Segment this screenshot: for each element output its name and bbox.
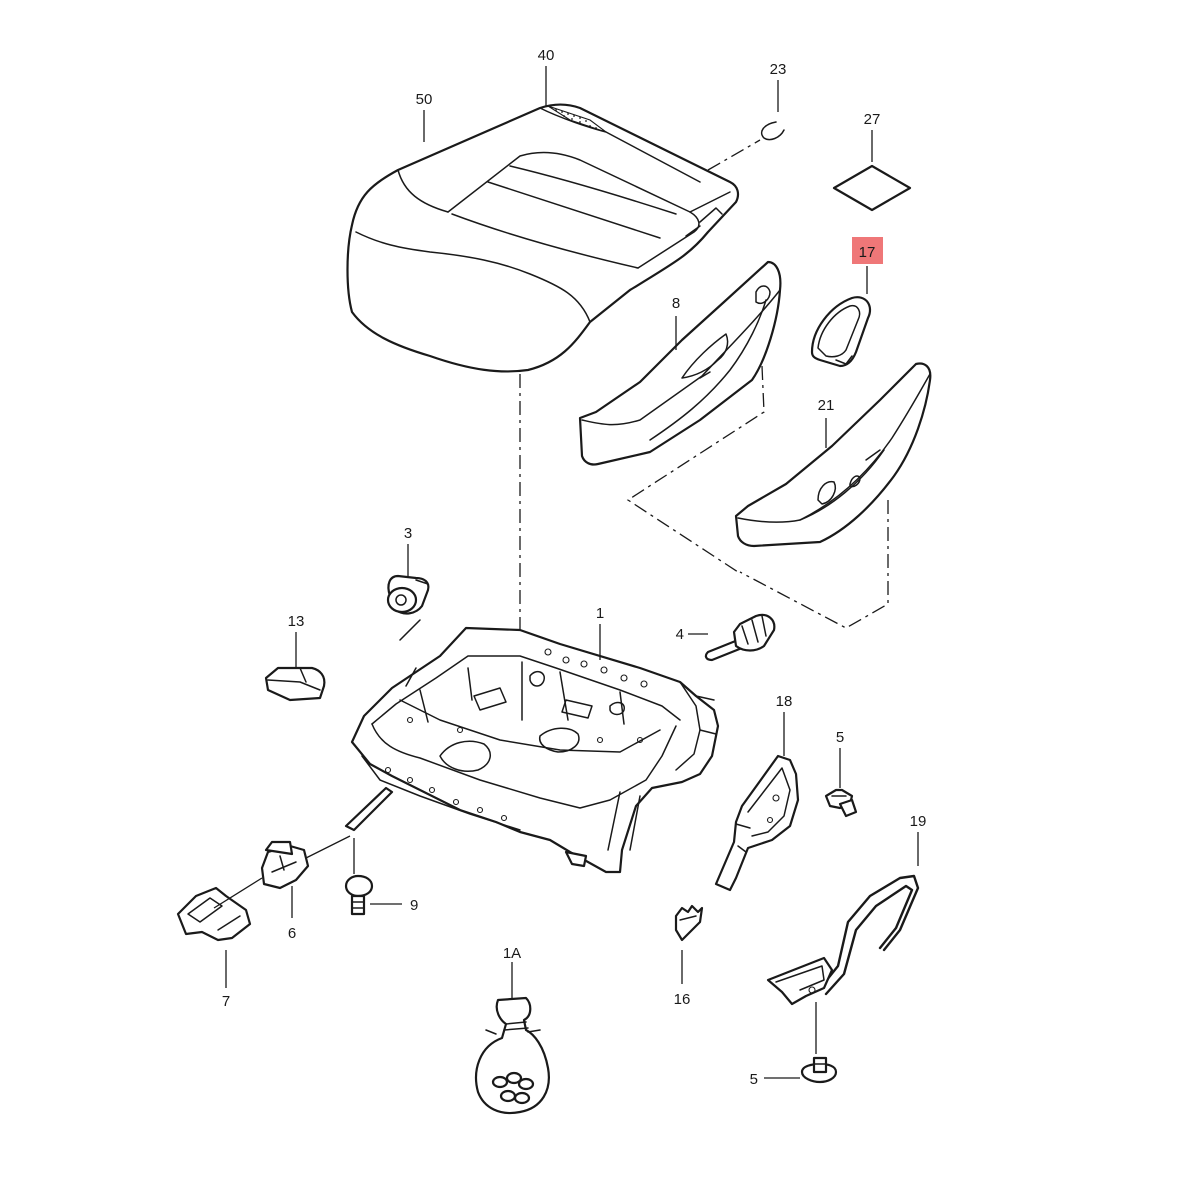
callout-17[interactable]: 17 bbox=[859, 244, 876, 261]
callout-21[interactable]: 21 bbox=[818, 397, 835, 414]
part-clip-7[interactable] bbox=[176, 886, 252, 942]
part-screw-upper[interactable] bbox=[824, 788, 858, 818]
callout-labels: 50 40 23 27 17 8 21 3 13 1 4 18 5 19 6 7… bbox=[222, 47, 927, 1088]
callout-19[interactable]: 19 bbox=[910, 813, 927, 830]
part-bracket-plate[interactable] bbox=[714, 754, 800, 892]
callout-5-lower[interactable]: 5 bbox=[750, 1071, 758, 1088]
callout-1a[interactable]: 1A bbox=[503, 945, 521, 962]
callout-4[interactable]: 4 bbox=[676, 626, 684, 643]
bracket-dash-lower bbox=[739, 500, 889, 629]
perforated-area bbox=[547, 105, 607, 133]
callout-23[interactable]: 23 bbox=[770, 61, 787, 78]
part-clip[interactable] bbox=[760, 121, 785, 141]
part-pin[interactable] bbox=[704, 613, 776, 662]
bag-bolts bbox=[491, 1071, 535, 1105]
part-bolt[interactable] bbox=[344, 874, 374, 916]
callout-9[interactable]: 9 bbox=[410, 897, 418, 914]
part-seat-frame[interactable] bbox=[350, 619, 720, 874]
part-wire-frame[interactable] bbox=[766, 874, 920, 1006]
callout-7[interactable]: 7 bbox=[222, 993, 230, 1010]
part-rod[interactable] bbox=[344, 786, 394, 832]
part-screw-lower[interactable] bbox=[800, 1056, 838, 1084]
axis-dash-23 bbox=[707, 139, 761, 171]
part-plug[interactable] bbox=[386, 574, 430, 615]
leader-lines bbox=[213, 66, 919, 1079]
highlight-box-17 bbox=[852, 237, 883, 264]
callout-8[interactable]: 8 bbox=[672, 295, 680, 312]
callout-13[interactable]: 13 bbox=[288, 613, 305, 630]
part-hardware-bag[interactable] bbox=[474, 996, 550, 1115]
part-seat-cushion[interactable] bbox=[346, 103, 740, 373]
part-pad[interactable] bbox=[832, 164, 912, 212]
part-cap[interactable] bbox=[264, 666, 326, 702]
callout-3[interactable]: 3 bbox=[404, 525, 412, 542]
callout-6[interactable]: 6 bbox=[288, 925, 296, 942]
part-connector[interactable] bbox=[260, 840, 310, 890]
bracket-dash-upper bbox=[626, 365, 765, 573]
callout-16[interactable]: 16 bbox=[674, 991, 691, 1008]
callout-5-upper[interactable]: 5 bbox=[836, 729, 844, 746]
callout-27[interactable]: 27 bbox=[864, 111, 881, 128]
callout-40[interactable]: 40 bbox=[538, 47, 555, 64]
callout-18[interactable]: 18 bbox=[776, 693, 793, 710]
part-inner-trim[interactable] bbox=[578, 260, 782, 466]
part-small-clip[interactable] bbox=[674, 904, 704, 942]
callout-1[interactable]: 1 bbox=[596, 605, 604, 622]
part-outer-trim[interactable] bbox=[734, 362, 932, 548]
callout-50[interactable]: 50 bbox=[416, 91, 433, 108]
part-handle[interactable] bbox=[810, 296, 872, 368]
